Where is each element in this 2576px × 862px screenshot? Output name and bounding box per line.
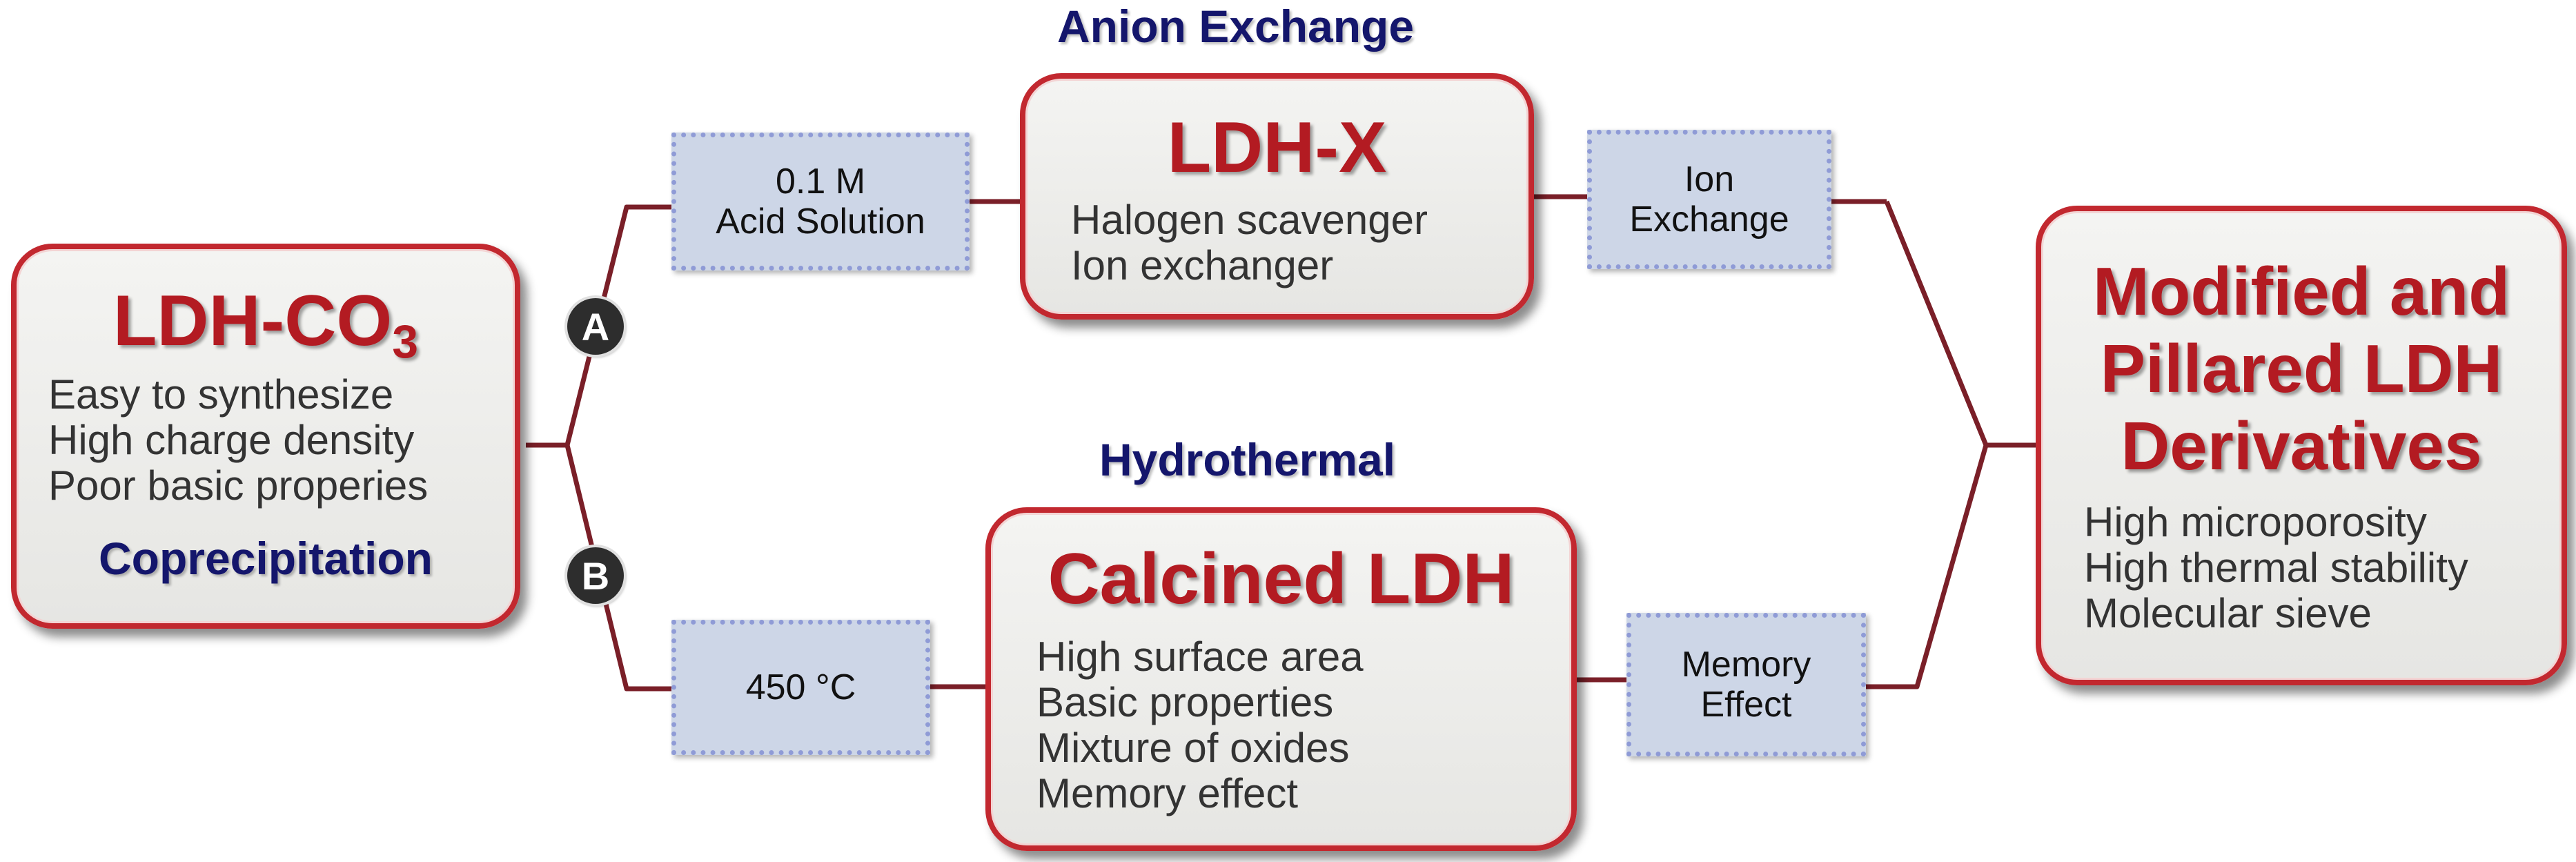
connector-merge-a bbox=[1884, 200, 2036, 448]
condition-text: Effect bbox=[1700, 685, 1792, 725]
ldh-x-property: Ion exchanger bbox=[1071, 242, 1334, 288]
ldh-co3-property: Poor basic properies bbox=[48, 462, 429, 509]
condition-text: 450 °C bbox=[745, 667, 856, 707]
derivatives-property: High thermal stability bbox=[2084, 545, 2468, 591]
derivatives-box: Modified and Pillared LDH Derivatives Hi… bbox=[2036, 206, 2567, 685]
condition-text: Memory bbox=[1681, 645, 1811, 685]
temperature-condition: 450 °C bbox=[671, 620, 930, 755]
route-a-marker: A bbox=[567, 298, 624, 355]
calcined-ldh-property: Memory effect bbox=[1036, 770, 1299, 816]
connector-branch-b bbox=[564, 444, 671, 692]
derivatives-title-line: Derivatives bbox=[2121, 408, 2482, 484]
ion-exchange-condition: Ion Exchange bbox=[1587, 130, 1831, 269]
hydrothermal-label: Hydrothermal bbox=[1099, 434, 1396, 485]
condition-text: Acid Solution bbox=[716, 202, 925, 242]
anion-exchange-label: Anion Exchange bbox=[1057, 1, 1415, 52]
condition-text: Exchange bbox=[1629, 199, 1789, 239]
ldh-x-box: LDH-X Halogen scavenger Ion exchanger bbox=[1020, 73, 1534, 320]
condition-text: 0.1 M bbox=[775, 161, 866, 202]
calcined-ldh-property: High surface area bbox=[1036, 634, 1364, 680]
derivatives-properties: High microporosity High thermal stabilit… bbox=[2084, 500, 2468, 636]
ldh-co3-subscript: 3 bbox=[392, 315, 419, 368]
calcined-ldh-properties: High surface area Basic properties Mixtu… bbox=[1036, 634, 1364, 816]
connector-merge-b bbox=[1866, 444, 1989, 689]
ldh-co3-title: LDH-CO3 bbox=[112, 281, 419, 368]
calcined-ldh-property: Mixture of oxides bbox=[1036, 725, 1350, 771]
calcined-ldh-title: Calcined LDH bbox=[1048, 539, 1515, 619]
calcined-ldh-box: Calcined LDH High surface area Basic pro… bbox=[985, 507, 1577, 851]
ldh-co3-box: LDH-CO3 Easy to synthesize High charge d… bbox=[11, 244, 520, 629]
derivatives-title-line: Pillared LDH bbox=[2100, 331, 2503, 406]
derivatives-title: Modified and Pillared LDH Derivatives bbox=[2041, 253, 2562, 484]
acid-solution-condition: 0.1 M Acid Solution bbox=[671, 133, 970, 271]
derivatives-property: High microporosity bbox=[2084, 499, 2427, 545]
ldh-x-properties: Halogen scavenger Ion exchanger bbox=[1071, 197, 1428, 288]
derivatives-title-line: Modified and bbox=[2092, 253, 2510, 329]
route-b-marker: B bbox=[567, 547, 624, 604]
ldh-x-title: LDH-X bbox=[1167, 108, 1387, 188]
ldh-x-property: Halogen scavenger bbox=[1071, 197, 1428, 243]
connector-branch-a bbox=[564, 204, 671, 446]
memory-effect-condition: Memory Effect bbox=[1626, 613, 1866, 756]
ldh-co3-property: High charge density bbox=[48, 417, 415, 463]
derivatives-property: Molecular sieve bbox=[2084, 590, 2372, 636]
condition-text: Ion bbox=[1684, 159, 1735, 199]
ldh-co3-properties: Easy to synthesize High charge density P… bbox=[48, 372, 428, 509]
ldh-co3-property: Easy to synthesize bbox=[48, 371, 394, 418]
calcined-ldh-property: Basic properties bbox=[1036, 679, 1334, 725]
coprecipitation-label: Coprecipitation bbox=[98, 533, 433, 584]
